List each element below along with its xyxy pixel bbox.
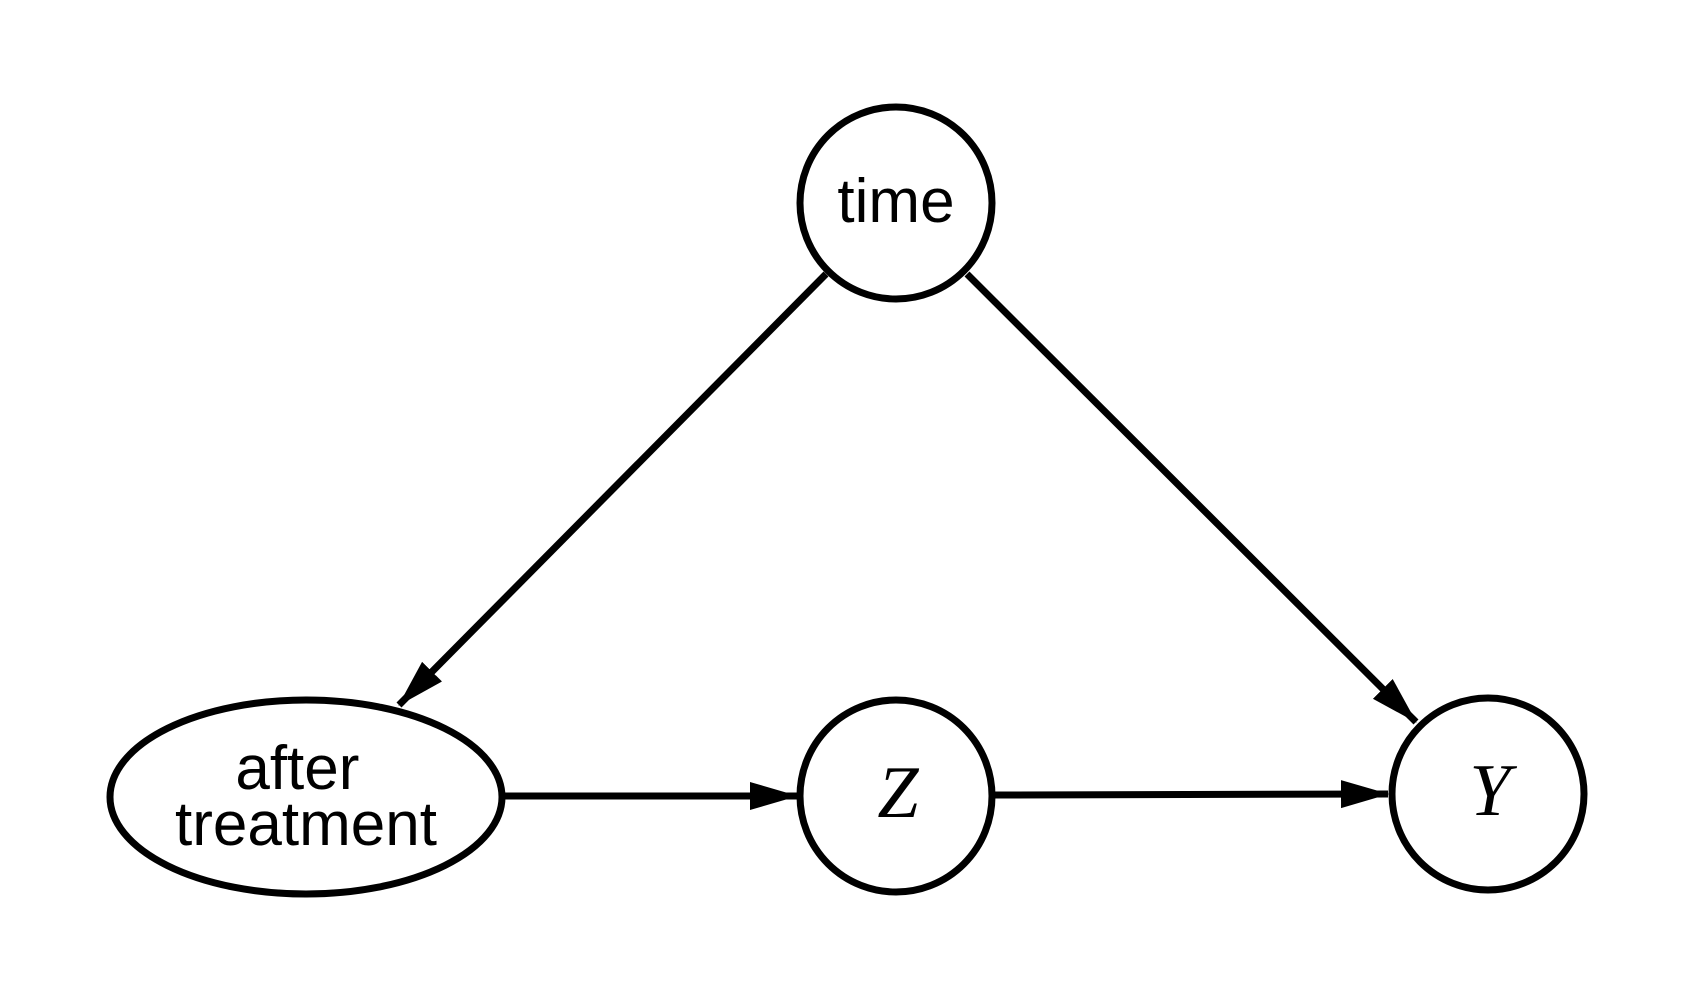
node-after-treatment-label: after treatment — [175, 734, 437, 859]
node-y: Y — [1388, 694, 1588, 894]
node-after-treatment: after treatment — [106, 696, 506, 898]
edge-time-to-after-treatment — [396, 271, 829, 708]
node-after-treatment-label-line2: treatment — [175, 790, 437, 859]
edges — [396, 271, 1419, 810]
node-after-treatment-label-line1: after — [235, 734, 359, 803]
node-z: Z — [796, 696, 996, 896]
node-z-shape — [796, 696, 996, 896]
edge-time-to-y — [964, 271, 1419, 725]
node-after-treatment-shape — [106, 696, 506, 898]
node-time-label: time — [837, 167, 954, 236]
node-y-label: Y — [1469, 750, 1517, 832]
node-time-shape — [796, 103, 996, 303]
node-z-label: Z — [877, 752, 919, 834]
edge-z-to-y — [992, 780, 1389, 809]
node-time: time — [796, 103, 996, 303]
node-y-shape — [1388, 694, 1588, 894]
